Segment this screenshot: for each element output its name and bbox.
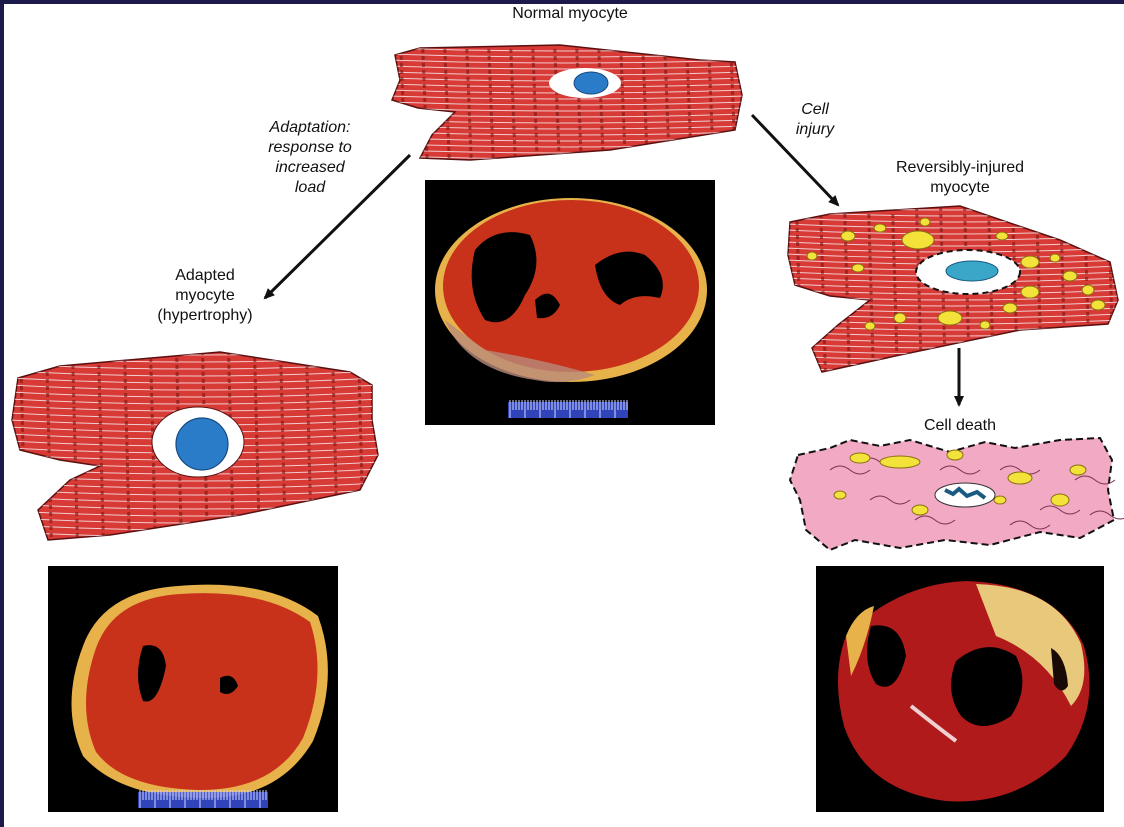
- vacuole: [1051, 494, 1069, 506]
- cell-death-label: Cell death: [900, 416, 1020, 436]
- vacuole: [894, 313, 906, 323]
- vacuole: [1003, 303, 1017, 313]
- vacuole: [947, 450, 963, 460]
- hypertrophied-heart-photo: [48, 566, 338, 812]
- normal-myocyte-cell: [390, 28, 745, 180]
- normal-heart-photo: [425, 180, 715, 425]
- vacuole: [1021, 286, 1039, 298]
- adapted-myocyte-label: Adapted myocyte (hypertrophy): [140, 266, 270, 326]
- vacuole: [807, 252, 817, 260]
- myofibril: [786, 374, 1120, 378]
- vacuole: [912, 505, 928, 515]
- vacuole: [874, 224, 886, 232]
- vacuole: [1063, 271, 1077, 281]
- necrotic-cell: [790, 438, 1124, 550]
- scale-bar: [138, 788, 268, 812]
- reversibly-injured-cell: [786, 186, 1120, 395]
- vacuole: [880, 456, 920, 468]
- cell-injury-label: Cell injury: [780, 100, 850, 140]
- nucleus: [176, 418, 228, 470]
- vacuole: [1082, 285, 1094, 295]
- vacuole: [834, 491, 846, 499]
- vacuole: [850, 453, 870, 463]
- hypertrophied-myocyte-cell: [10, 330, 380, 565]
- vacuole: [902, 231, 934, 249]
- vacuole: [1070, 465, 1086, 475]
- adaptation-label: Adaptation: response to increased load: [250, 118, 370, 198]
- vacuole: [1008, 472, 1032, 484]
- nucleus: [946, 261, 998, 281]
- myofibril: [10, 539, 380, 544]
- nucleus: [574, 72, 608, 94]
- vacuole: [938, 311, 962, 325]
- scale-bar-fill: [508, 402, 628, 418]
- vacuole: [980, 321, 990, 329]
- vacuole: [920, 218, 930, 226]
- vacuole: [1091, 300, 1105, 310]
- infarcted-heart-photo: [816, 566, 1104, 812]
- scale-bar: [508, 398, 628, 422]
- vacuole: [994, 496, 1006, 504]
- reversibly-injured-label: Reversibly-injured myocyte: [870, 158, 1050, 198]
- vacuole: [852, 264, 864, 272]
- normal-myocyte-label: Normal myocyte: [470, 4, 670, 24]
- vacuole: [1050, 254, 1060, 262]
- striation-band: [796, 186, 802, 395]
- vacuole: [996, 232, 1008, 240]
- vacuole: [865, 322, 875, 330]
- vacuole: [841, 231, 855, 241]
- vacuole: [1021, 256, 1039, 268]
